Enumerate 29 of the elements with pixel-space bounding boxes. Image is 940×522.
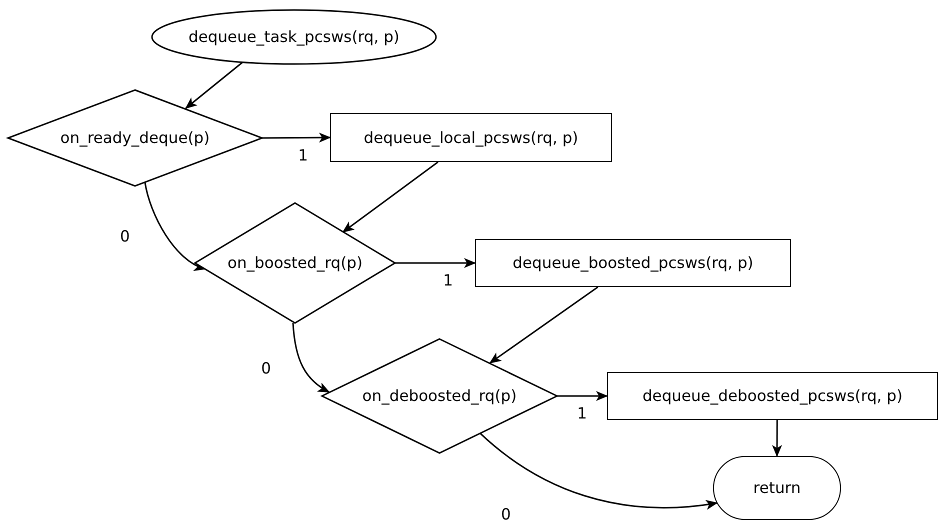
arrow <box>489 286 598 364</box>
process-box <box>330 113 612 162</box>
arrow <box>144 182 206 270</box>
node-label: on_ready_deque(p) <box>60 129 210 147</box>
end-terminal <box>713 456 841 520</box>
arrow <box>292 322 330 393</box>
decision-diamond <box>8 90 262 186</box>
arrow <box>557 391 608 401</box>
arrow <box>342 161 438 233</box>
node-label: on_boosted_rq(p) <box>227 254 362 272</box>
edge-label: 0 <box>500 507 512 522</box>
arrow <box>262 132 331 143</box>
edge-label: 0 <box>118 229 131 245</box>
process-box <box>607 372 938 420</box>
process-box <box>475 239 791 287</box>
start-ellipse <box>152 10 436 64</box>
decision-diamond <box>322 339 557 453</box>
node-label: dequeue_task_pcsws(rq, p) <box>188 28 400 46</box>
arrow <box>772 420 782 457</box>
node-label: return <box>753 479 801 497</box>
node-label: dequeue_local_pcsws(rq, p) <box>364 128 578 146</box>
node-label: dequeue_deboosted_pcsws(rq, p) <box>642 387 903 405</box>
arrow <box>185 61 244 109</box>
node-label: dequeue_boosted_pcsws(rq, p) <box>512 254 754 272</box>
decision-diamond <box>195 203 395 323</box>
edge-label: 0 <box>260 361 272 377</box>
arrow <box>395 258 476 268</box>
node-label: on_deboosted_rq(p) <box>362 387 517 405</box>
arrow <box>479 432 718 510</box>
